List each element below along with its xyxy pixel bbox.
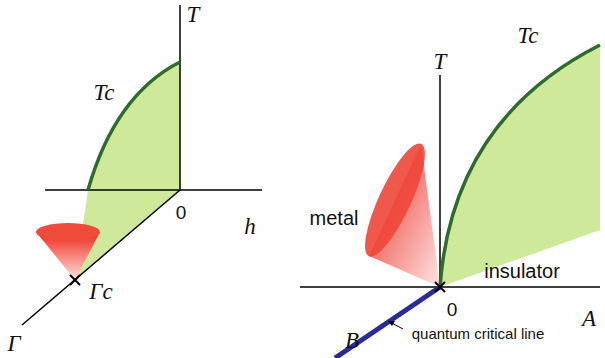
- insulator-region: [440, 45, 600, 287]
- critical-point: [70, 275, 80, 285]
- axis-label: T: [187, 3, 200, 26]
- phase-label: metal: [310, 208, 359, 228]
- quantum-critical-line: [335, 287, 440, 358]
- axis-label: A: [582, 307, 596, 330]
- callout-label: quantum critical line: [412, 326, 545, 341]
- curve-label: Tc: [518, 24, 539, 47]
- tc-curve: [88, 62, 180, 190]
- axis-label: h: [244, 215, 256, 238]
- axis-label: T: [434, 50, 447, 73]
- cone-top: [354, 137, 435, 263]
- t-axis: [439, 75, 441, 287]
- gamma-axis: [22, 190, 180, 325]
- leader-line: [388, 321, 403, 329]
- axis-label: B: [345, 329, 359, 352]
- a-axis: [300, 286, 600, 288]
- tc-curve: [440, 45, 600, 287]
- leader-head: [388, 321, 395, 326]
- curve-label: Tc: [94, 81, 115, 104]
- origin-label: 0: [176, 203, 187, 222]
- t-axis: [179, 5, 181, 190]
- origin-label: 0: [447, 300, 458, 319]
- h-axis: [45, 189, 262, 191]
- point-label: Γc: [89, 280, 112, 303]
- critical-point: [435, 282, 445, 292]
- phase-label: insulator: [484, 261, 560, 281]
- cone-top: [36, 223, 100, 241]
- axis-label: Γ: [7, 332, 20, 355]
